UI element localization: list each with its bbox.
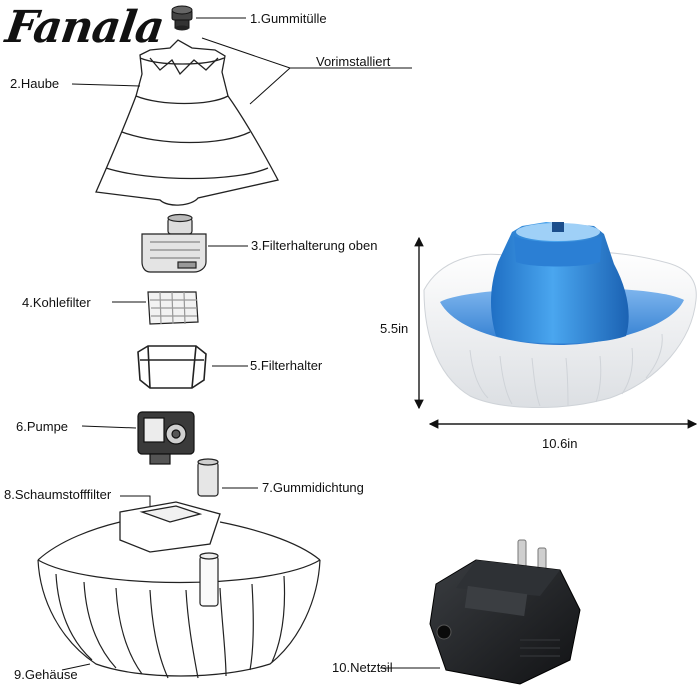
carbon-filter-part (147, 291, 199, 325)
label-carbon-filter: 4.Kohlefilter (22, 295, 91, 310)
upper-filter-holder-part (141, 213, 207, 273)
cover-hood-part (95, 39, 279, 206)
label-cover: 2.Haube (10, 76, 60, 91)
label-rubber-nozzle: 1.Gummitülle (250, 11, 327, 26)
power-adapter-photo (429, 539, 581, 685)
housing-bowl-part (37, 521, 321, 679)
dimension-width-label: 10.6in (542, 436, 578, 451)
assembled-fountain-photo (423, 222, 697, 409)
label-rubber-seal: 7.Gummidichtung (262, 480, 364, 495)
label-power-adapter: 10.Netztsil (332, 660, 393, 675)
leader-lines (61, 17, 440, 671)
label-filter-holder: 5.Filterhalter (250, 358, 323, 373)
label-preinstalled: Vorimstalliert (316, 54, 391, 69)
pump-part (137, 411, 195, 465)
brand-logo: Fanala (2, 2, 167, 53)
label-pump: 6.Pumpe (16, 419, 69, 434)
rubber-seal-part (197, 458, 219, 497)
filter-holder-part (137, 345, 207, 389)
dimension-arrows (414, 236, 698, 429)
label-foam-filter: 8.Schaumstofffilter (4, 487, 112, 502)
foam-filter-part (119, 501, 221, 553)
label-housing: 9.Gehäuse (14, 667, 78, 682)
label-upper-filter-holder: 3.Filterhalterung oben (251, 238, 378, 253)
dimension-height-label: 5.5in (380, 321, 409, 336)
rubber-nozzle-part (171, 5, 193, 31)
